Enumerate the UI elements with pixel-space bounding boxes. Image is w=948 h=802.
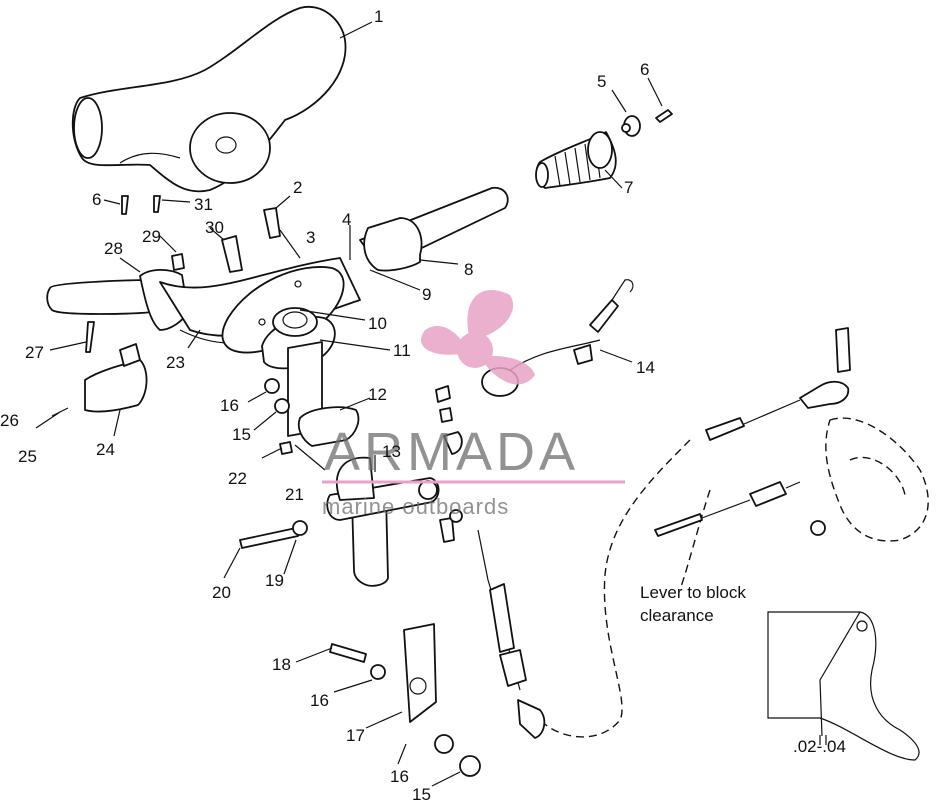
callout-30: 30 — [205, 218, 224, 237]
callout-16-upper: 16 — [220, 396, 239, 415]
callout-12: 12 — [368, 385, 387, 404]
callout-22: 22 — [228, 469, 247, 488]
callout-14: 14 — [636, 358, 655, 377]
throttle-cable — [539, 439, 711, 738]
callout-25: 25 — [18, 447, 37, 466]
watermark-tagline: marine outboards — [322, 494, 509, 519]
callout-1: 1 — [374, 7, 383, 26]
callout-2: 2 — [293, 178, 302, 197]
detail-note-line1: Lever to block — [640, 583, 746, 602]
callout-13: 13 — [382, 442, 401, 461]
watermark-brand: ARMADA — [324, 422, 579, 482]
callout-27: 27 — [25, 343, 44, 362]
callout-11: 11 — [393, 341, 411, 360]
callout-4: 4 — [342, 210, 351, 229]
callout-16-mid: 16 — [310, 691, 329, 710]
callout-23: 23 — [166, 353, 185, 372]
callout-28: 28 — [104, 239, 123, 258]
engine-lever-dashed — [810, 417, 929, 542]
callout-31: 31 — [194, 195, 213, 214]
callout-26: 26 — [0, 411, 19, 430]
detail-note-line2: clearance — [640, 606, 714, 625]
detail-dimension: .02-.04 — [793, 737, 846, 756]
callout-numbers: 1 2 3 4 5 6 6 7 8 9 10 11 12 13 14 15 15… — [0, 7, 655, 802]
callout-24: 24 — [96, 440, 115, 459]
callout-19: 19 — [265, 571, 284, 590]
hardware — [84, 195, 481, 777]
leader-lines — [35, 21, 663, 787]
callout-6-left: 6 — [92, 190, 101, 209]
callout-6-top: 6 — [640, 60, 649, 79]
callout-5: 5 — [597, 72, 606, 91]
callout-15-upper: 15 — [232, 425, 251, 444]
callout-17: 17 — [346, 726, 365, 745]
shift-cable — [477, 529, 546, 739]
callout-10: 10 — [368, 314, 387, 333]
callout-3: 3 — [306, 228, 315, 247]
clearance-detail — [767, 611, 920, 761]
grip-cap — [621, 115, 641, 137]
callout-7: 7 — [624, 178, 633, 197]
cable-connector — [654, 327, 851, 537]
throttle-shaft — [359, 186, 509, 272]
throttle-grip — [535, 131, 617, 189]
clamp-and-arm — [297, 406, 440, 521]
tiller-handle-cover — [71, 5, 347, 193]
callout-21: 21 — [285, 485, 304, 504]
grip-screw — [655, 109, 673, 123]
callout-29: 29 — [142, 227, 161, 246]
callout-9: 9 — [422, 285, 431, 304]
callout-15-lower: 15 — [412, 785, 431, 802]
callout-18: 18 — [272, 655, 291, 674]
callout-8: 8 — [464, 260, 473, 279]
callout-20: 20 — [212, 583, 231, 602]
pivot-bracket — [221, 266, 345, 370]
armada-logo-icon — [421, 290, 535, 385]
callout-16-lower: 16 — [390, 767, 409, 786]
